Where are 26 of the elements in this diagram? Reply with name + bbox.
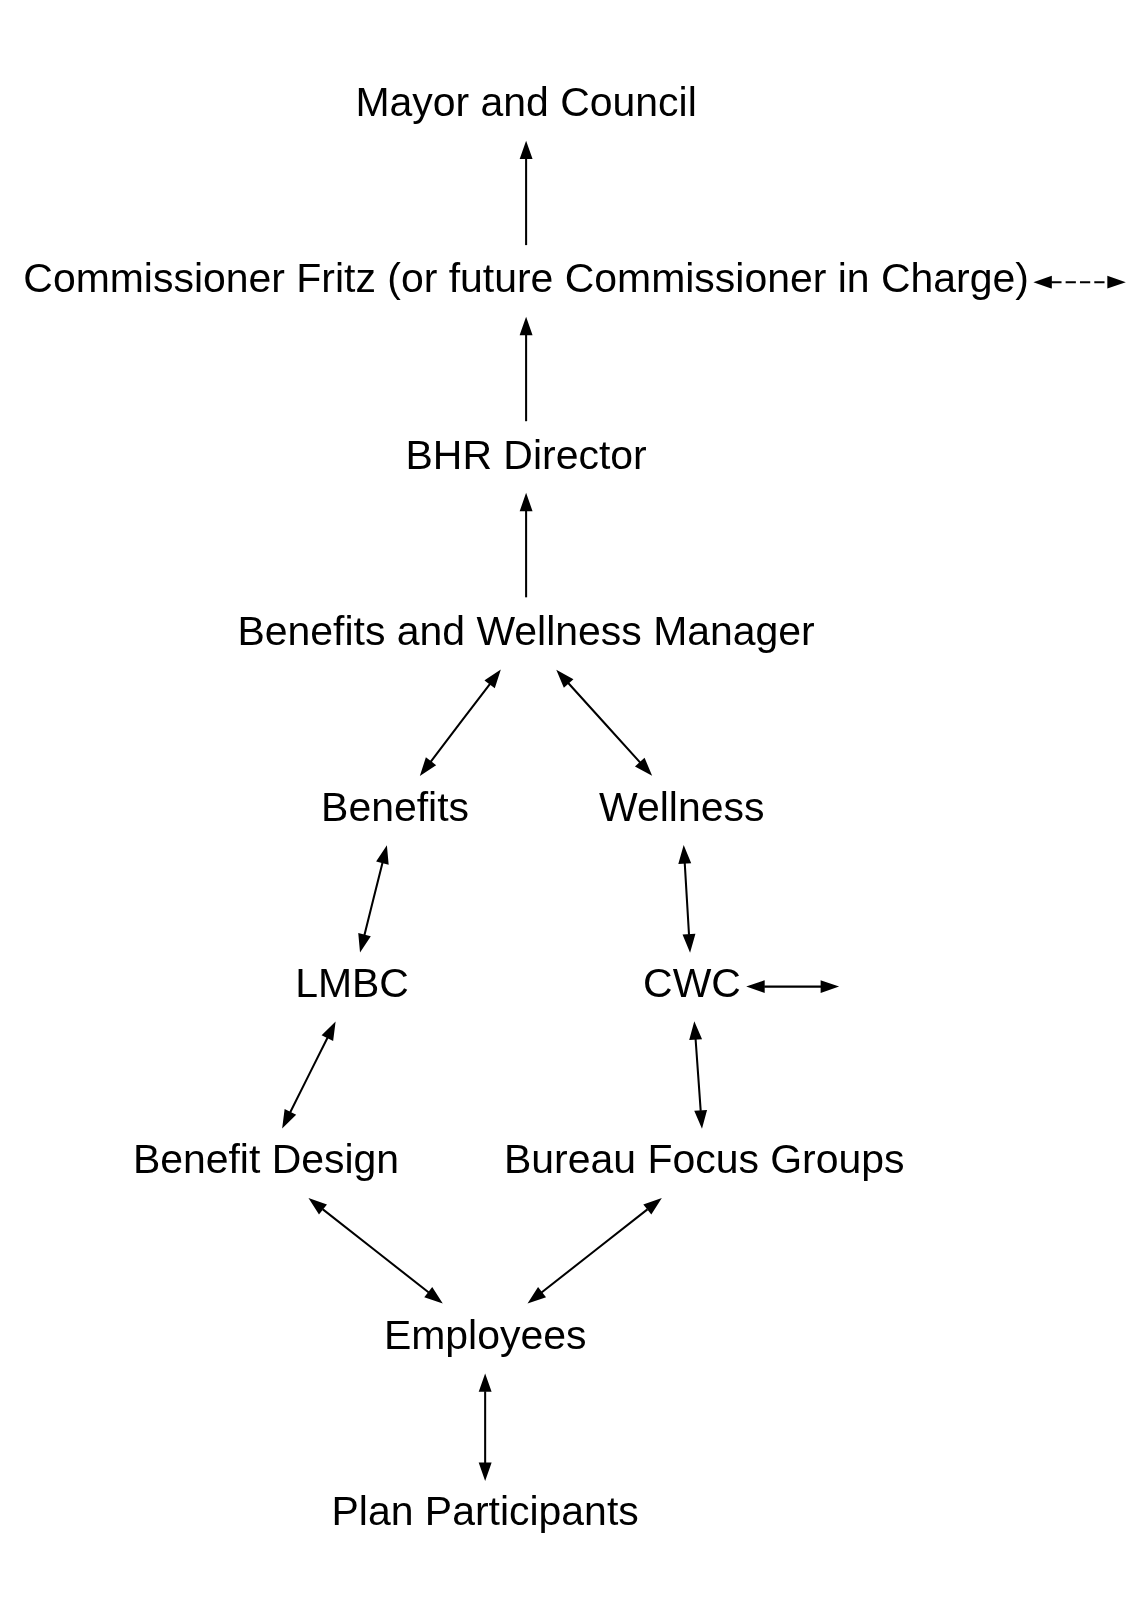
node-text: Benefits — [321, 783, 469, 830]
arrow — [478, 1373, 492, 1481]
node-text: Benefit Design — [132, 1135, 400, 1182]
arrow — [358, 845, 389, 953]
arrow — [519, 492, 533, 598]
node-text: Employees — [383, 1312, 587, 1359]
node-text: BHR Director — [405, 431, 647, 478]
arrow — [519, 316, 533, 422]
node-text: Benefits and Wellness Manager — [237, 607, 815, 654]
arrow — [556, 669, 653, 776]
arrow — [527, 1198, 662, 1304]
node-text: LMBC — [295, 959, 409, 1006]
arrow — [678, 845, 696, 953]
node-text: CWC — [643, 959, 741, 1006]
node-text: Plan Participants — [331, 1488, 639, 1535]
arrow — [1033, 275, 1126, 289]
arrow — [419, 669, 501, 776]
arrow — [519, 140, 533, 246]
arrow — [746, 980, 840, 994]
node-text: Bureau Focus Groups — [504, 1135, 905, 1182]
arrow — [689, 1021, 708, 1129]
node-text: Wellness — [599, 783, 765, 830]
arrow — [282, 1021, 336, 1129]
node-text: Commissioner Fritz (or future Commissioner in Charge) — [23, 255, 1029, 302]
node-text: Mayor and Council — [355, 79, 697, 126]
arrow — [308, 1198, 443, 1304]
